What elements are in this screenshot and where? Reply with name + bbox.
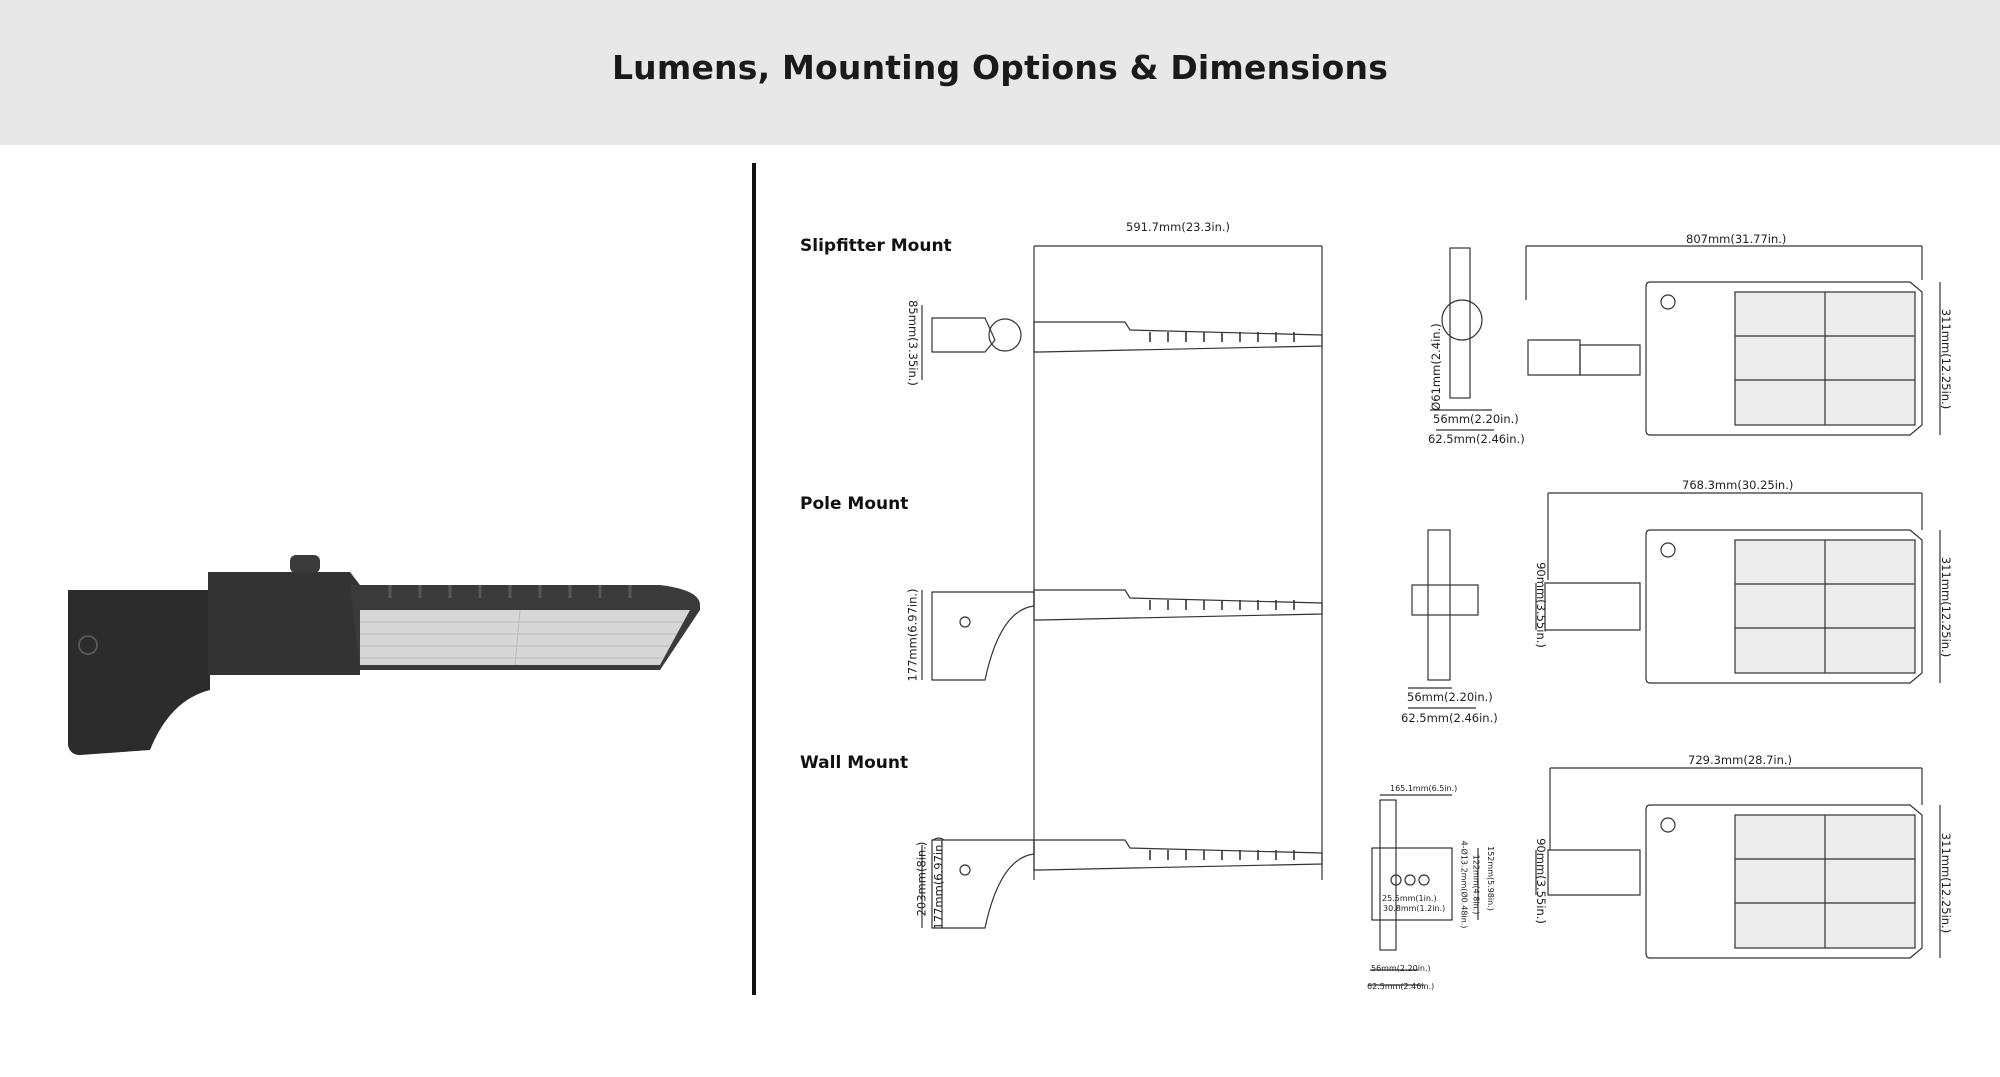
dim-slipfitter-56: 56mm(2.20in.): [1433, 412, 1519, 426]
section-divider: [752, 163, 756, 995]
dim-wall-177: 177mm(6.97in.): [931, 836, 946, 930]
dim-wall-165: 165.1mm(6.5in.): [1390, 784, 1458, 793]
dim-pole-56: 56mm(2.20in.): [1407, 690, 1493, 704]
label-pole-mount: Pole Mount: [800, 494, 909, 514]
dim-slipfitter-total-width: 591.7mm(23.3in.): [1126, 220, 1231, 234]
dim-wall-122: 122mm(4.8in.): [1471, 854, 1481, 915]
dim-pole-62: 62.5mm(2.46in.): [1401, 711, 1498, 725]
dim-wall-25: 25.5mm(1in.): [1382, 894, 1437, 903]
dim-pole-height: 177mm(6.97in.): [905, 588, 920, 682]
product-image: [68, 555, 700, 755]
dim-wall-62: 62.5mm(2.46in.): [1367, 982, 1435, 991]
dim-wall-203: 203mm(8in.): [914, 841, 929, 917]
label-wall-mount: Wall Mount: [800, 753, 909, 773]
dim-wall-top-width: 729.3mm(28.7in.): [1688, 753, 1793, 767]
page-header: Lumens, Mounting Options & Dimensions: [0, 0, 2000, 145]
dim-pole-90: 90mm(3.55in.): [1533, 562, 1548, 648]
dim-pole-top-width: 768.3mm(30.25in.): [1682, 478, 1794, 492]
dim-wall-56: 56mm(2.20in.): [1371, 964, 1431, 973]
dim-slipfitter-height: 85mm(3.35in.): [905, 300, 920, 386]
page-title: Lumens, Mounting Options & Dimensions: [611, 48, 1389, 87]
dim-slipfitter-top-width: 807mm(31.77in.): [1686, 232, 1787, 246]
dim-wall-side: 311mm(12.25in.): [1939, 832, 1954, 934]
dim-pole-side: 311mm(12.25in.): [1939, 556, 1954, 658]
dim-slipfitter-62: 62.5mm(2.46in.): [1428, 432, 1525, 446]
dim-wall-30: 30.8mm(1.2in.): [1383, 904, 1446, 913]
dim-wall-152: 152mm(5.98in.): [1485, 846, 1495, 911]
label-slipfitter-mount: Slipfitter Mount: [800, 236, 952, 256]
dim-slipfitter-diameter: Ø61mm(2.4in.): [1428, 323, 1443, 411]
dim-slipfitter-side: 311mm(12.25in.): [1939, 308, 1954, 410]
dim-wall-4x: 4-Ø13.2mm(Ø0.48in.): [1459, 840, 1469, 929]
dim-wall-90: 90mm(3.55in.): [1533, 838, 1548, 924]
